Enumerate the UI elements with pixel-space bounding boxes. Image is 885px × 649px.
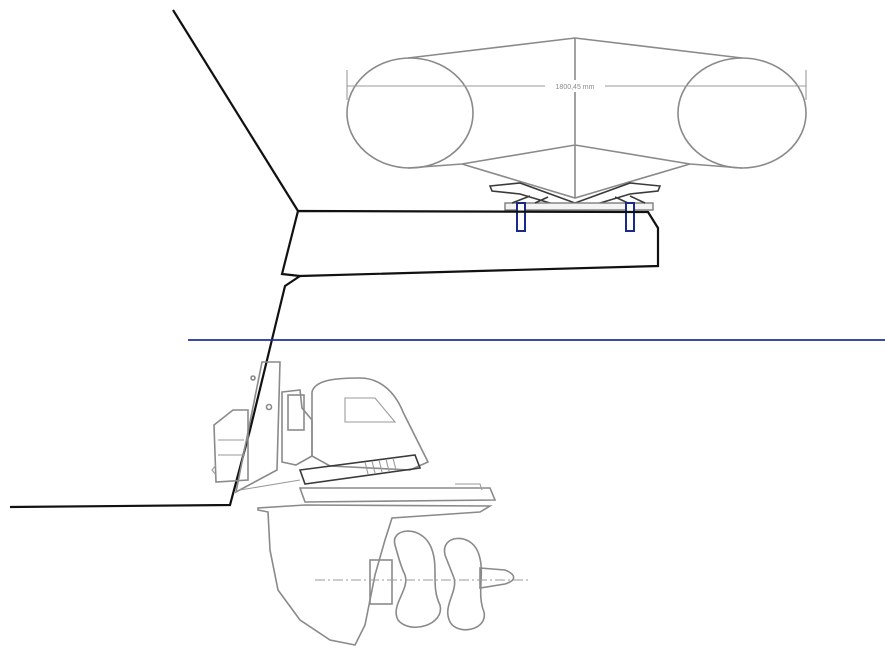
trim-cylinder [298,454,422,485]
lower-unit [257,504,493,646]
mount-bolt [250,375,256,381]
engine-detail [211,439,244,476]
swim-platform [280,209,660,278]
prop-gearcase [369,559,393,605]
hull-transom-lower [9,275,301,509]
davit-post-right [625,202,635,232]
cradle-detail [511,195,646,204]
sterndrive [211,361,530,646]
dinghy-hull-bottom [461,163,691,199]
plate-detail [239,479,483,491]
cavitation-plate [298,487,497,503]
dinghy: 1800,45 mm [346,37,807,199]
mount-bolt [265,403,273,411]
dimension-label: 1800,45 mm [556,84,595,91]
dinghy-right-tube [677,57,807,169]
upper-housing-panel [344,397,397,423]
dinghy-body-outline [407,37,743,198]
hull-transom-upper [172,9,299,212]
davit-post-left [516,202,526,232]
propeller-front [393,530,442,629]
dinghy-left-tube [346,57,474,169]
gimbal-housing [281,389,313,466]
transom-mount-plate [234,361,281,494]
gimbal-bell [287,394,305,431]
engine-block [213,409,249,483]
yacht-hull [9,9,885,509]
upper-gear-housing [311,377,430,471]
cradle-base-bar [504,202,654,211]
propeller-hub [479,567,515,589]
davit-cradle [488,182,662,232]
trim-spring [364,457,397,475]
propeller-rear [443,537,485,631]
dimension-label-bg [545,80,605,92]
